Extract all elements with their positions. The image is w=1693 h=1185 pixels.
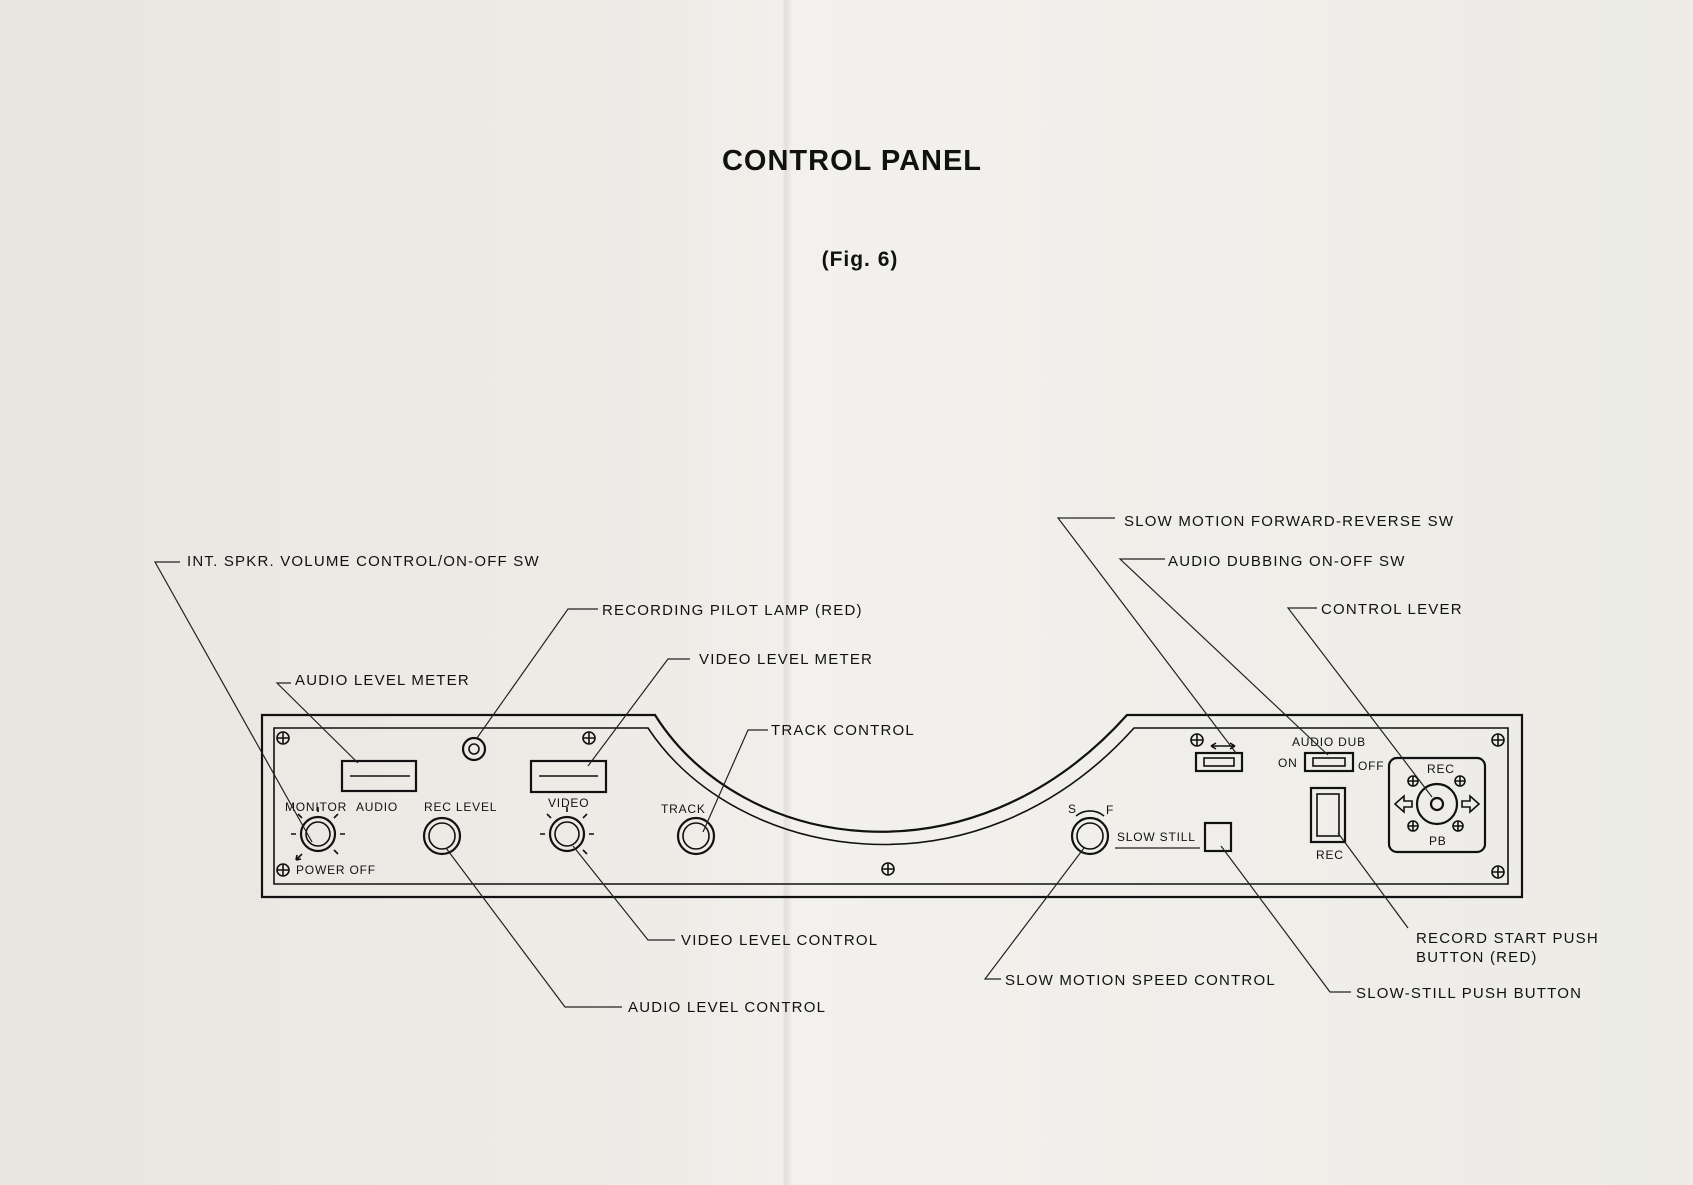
f-label: F	[1106, 803, 1114, 817]
track-control-knob[interactable]	[676, 816, 716, 856]
audio-dubbing-label: AUDIO DUBBING ON-OFF SW	[1168, 553, 1406, 570]
control-lever-label: CONTROL LEVER	[1321, 601, 1463, 618]
on-label: ON	[1278, 756, 1298, 770]
slow-still-label: SLOW STILL	[1117, 830, 1196, 844]
audio-label: AUDIO	[356, 800, 398, 814]
callout-leader-lines	[153, 517, 1433, 1008]
audio-level-meter-label: AUDIO LEVEL METER	[295, 672, 470, 689]
panel-inner-outline	[273, 727, 1509, 885]
power-off-label: POWER OFF	[296, 863, 376, 877]
off-label: OFF	[1358, 759, 1384, 773]
monitor-label: MONITOR	[285, 800, 347, 814]
video-level-control-knob[interactable]	[540, 807, 594, 855]
audio-level-control-knob[interactable]	[422, 816, 462, 856]
recording-pilot-lamp-label: RECORDING PILOT LAMP (RED)	[602, 602, 863, 619]
video-level-meter-label: VIDEO LEVEL METER	[699, 651, 873, 668]
video-label: VIDEO	[548, 796, 589, 810]
pb-position-label: PB	[1429, 834, 1447, 848]
recording-pilot-lamp	[461, 736, 487, 762]
audio-dubbing-switch[interactable]	[1303, 751, 1355, 773]
int-spkr-volume-knob[interactable]	[291, 807, 345, 861]
slow-motion-speed-knob[interactable]	[1070, 810, 1110, 856]
int-spkr-volume-label: INT. SPKR. VOLUME CONTROL/ON-OFF SW	[187, 553, 540, 570]
control-lever[interactable]	[1387, 756, 1487, 854]
track-control-label: TRACK CONTROL	[771, 722, 915, 739]
audio-level-meter	[340, 759, 418, 793]
page-title: CONTROL PANEL	[722, 145, 982, 177]
rec-position-label: REC	[1427, 762, 1455, 776]
screw-icon	[276, 731, 1505, 879]
video-level-meter	[529, 759, 608, 794]
audio-dub-label: AUDIO DUB	[1292, 735, 1366, 749]
figure-number: (Fig. 6)	[822, 248, 899, 271]
panel-outer-outline	[260, 713, 1524, 899]
slow-still-push-button-label: SLOW-STILL PUSH BUTTON	[1356, 985, 1582, 1002]
record-start-label-line1: RECORD START PUSH	[1416, 930, 1599, 947]
audio-level-control-label: AUDIO LEVEL CONTROL	[628, 999, 826, 1016]
slow-motion-forward-reverse-label: SLOW MOTION FORWARD-REVERSE SW	[1124, 513, 1454, 530]
record-start-push-button[interactable]	[1309, 786, 1347, 844]
track-label: TRACK	[661, 802, 706, 816]
rec-button-label: REC	[1316, 848, 1344, 862]
record-start-label-line2: BUTTON (RED)	[1416, 949, 1538, 966]
s-label: S	[1068, 802, 1077, 816]
slow-still-push-button[interactable]	[1203, 821, 1233, 853]
slow-motion-forward-reverse-switch[interactable]	[1194, 742, 1244, 773]
rec-level-label: REC LEVEL	[424, 800, 497, 814]
video-level-control-label: VIDEO LEVEL CONTROL	[681, 932, 878, 949]
slow-motion-speed-control-label: SLOW MOTION SPEED CONTROL	[1005, 972, 1276, 989]
